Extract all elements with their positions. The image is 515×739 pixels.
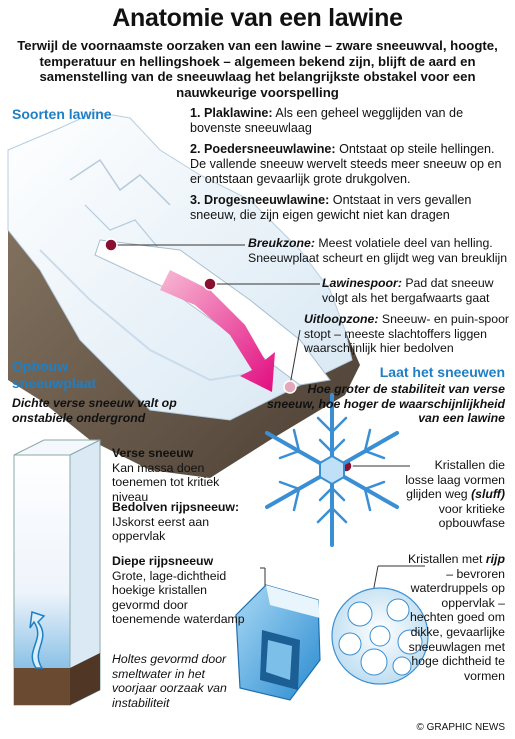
crystal-note-1: Kristallen die losse laag vormen glijden… [405, 458, 505, 531]
intro-text: Terwijl de voornaamste oorzaken van een … [17, 38, 498, 100]
label-lawinespoor: Lawinespoor: Pad dat sneeuw volgt als he… [322, 276, 494, 305]
snowpack-block [13, 439, 101, 706]
snowing-subtitle: Hoe groter de stabiliteit van verse snee… [266, 382, 505, 426]
cavities-note: Holtes gevormd door smeltwater in het vo… [112, 652, 227, 710]
snowpack-subtitle: Dichte verse sneeuw valt op onstabiele o… [12, 396, 177, 425]
snowflake-icon [265, 393, 399, 547]
section-heading-snowpack: Opbouw sneeuwplaat [12, 358, 97, 391]
label-breukzone: Breukzone: Meest volatiele deel van hell… [248, 236, 508, 265]
page-title: Anatomie van een lawine [112, 4, 403, 32]
section-heading-types: Soorten lawine [12, 106, 112, 122]
label-uitloopzone: Uitloopzone: Sneeuw- en puin-spoor stopt… [304, 312, 510, 356]
type-item-3: 3. Drogesneeuwlawine: Ontstaat in vers g… [190, 193, 472, 222]
layer-bedolven-rijpsneeuw: Bedolven rijpsneeuw: IJskorst eerst aan … [112, 500, 240, 544]
type-item-2: 2. Poedersneeuwlawine: Ontstaat op steil… [190, 142, 502, 186]
credit: © GRAPHIC NEWS [416, 722, 506, 733]
rime-crystal-icon [331, 587, 429, 685]
layer-diepe-rijpsneeuw: Diepe rijpsneeuw Grote, lage-dichtheid h… [112, 554, 245, 627]
type-item-1: 1. Plaklawine: Als een geheel wegglijden… [190, 106, 464, 135]
layer-verse-sneeuw: Verse sneeuw Kan massa doen toenemen tot… [112, 446, 220, 504]
mountain-slope [7, 111, 360, 478]
faceted-crystal-icon [235, 584, 321, 701]
section-heading-snowing: Laat het sneeuwen [379, 364, 505, 380]
crystal-note-2: Kristallen met rijp – bevroren waterdrup… [407, 552, 505, 683]
